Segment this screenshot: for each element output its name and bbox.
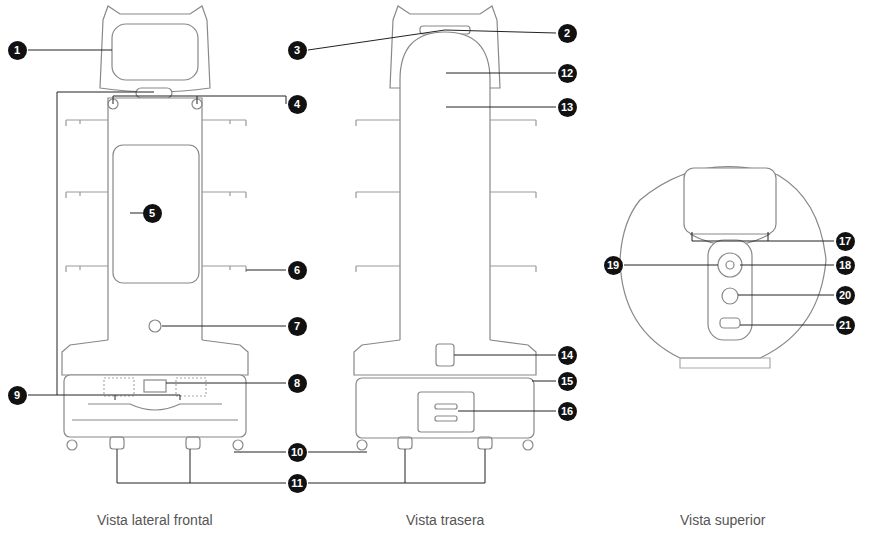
callout-number: 19 <box>604 256 623 275</box>
callout-number: 4 <box>288 95 307 114</box>
callout-number: 17 <box>836 232 855 251</box>
callout-number: 1 <box>8 41 27 60</box>
callout-number: 20 <box>836 286 855 305</box>
view-caption: Vista lateral frontal <box>97 512 213 528</box>
callout-number: 8 <box>288 374 307 393</box>
callout-number: 2 <box>558 24 577 43</box>
callout-number: 18 <box>836 256 855 275</box>
callout-number: 12 <box>558 64 577 83</box>
callout-number: 10 <box>288 443 307 462</box>
callout-number: 14 <box>558 346 577 365</box>
callout-number: 7 <box>288 317 307 336</box>
callout-number: 3 <box>288 41 307 60</box>
callout-number: 6 <box>288 261 307 280</box>
callout-number: 11 <box>288 474 307 493</box>
callout-number: 16 <box>558 402 577 421</box>
view-caption: Vista trasera <box>406 512 484 528</box>
callout-number: 5 <box>143 204 162 223</box>
view-caption: Vista superior <box>680 512 765 528</box>
callout-number: 9 <box>8 386 27 405</box>
callout-number: 13 <box>558 98 577 117</box>
callout-number: 15 <box>558 372 577 391</box>
callout-number: 21 <box>836 316 855 335</box>
